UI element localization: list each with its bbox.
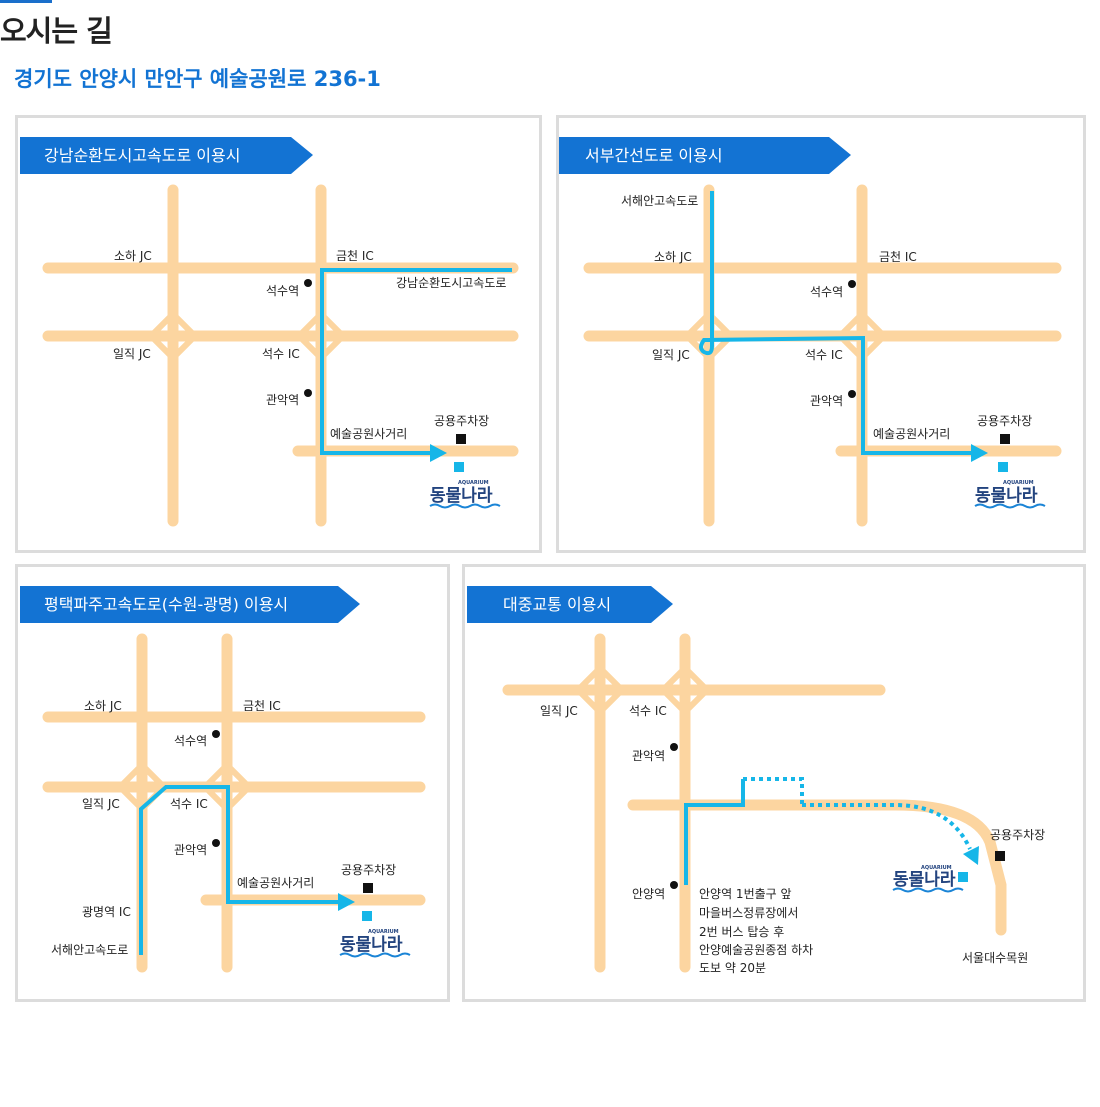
- label-public-parking: 공용주차장: [341, 863, 396, 877]
- label-soha-jc: 소하 JC: [84, 699, 122, 713]
- label-anyang-station: 안양역: [632, 887, 665, 901]
- svg-text:AQUARIUM: AQUARIUM: [1003, 480, 1034, 486]
- svg-text:동물나라: 동물나라: [975, 486, 1038, 506]
- route-panel-public-transit: 대중교통 이용시 일직 JC 석수 IC 관악역 공용주차장 안양역 서울대수목…: [462, 564, 1086, 1002]
- ribbon-banner: [20, 137, 313, 174]
- ribbon-banner: [467, 586, 673, 623]
- route-arrow: [430, 444, 447, 462]
- label-iljik-jc: 일직 JC: [113, 347, 151, 361]
- label-art-park-intersection: 예술공원사거리: [873, 427, 950, 441]
- label-snu-arboretum: 서울대수목원: [962, 951, 1028, 965]
- direction-line: 안양예술공원종점 하차: [699, 943, 813, 957]
- transit-directions: 안양역 1번출구 앞 마을버스정류장에서 2번 버스 탑승 후 안양예술공원종점…: [699, 887, 813, 975]
- label-art-park-intersection: 예술공원사거리: [237, 876, 314, 890]
- station-dot: [212, 730, 220, 738]
- label-seohaean-expressway: 서해안고속도로: [51, 943, 128, 957]
- station-dot: [848, 390, 856, 398]
- route-map-pyeongtaek-paju: 평택파주고속도로(수원-광명) 이용시 소하 JC 금천 IC 석수역 일직 J…: [20, 586, 426, 973]
- station-dot: [670, 743, 678, 751]
- station-dot: [670, 881, 678, 889]
- label-seoksu-station: 석수역: [810, 285, 843, 299]
- label-ilijk-jc: 일직 JC: [82, 797, 120, 811]
- direction-line: 2번 버스 탑승 후: [699, 925, 784, 939]
- svg-text:AQUARIUM: AQUARIUM: [921, 865, 952, 871]
- station-dot: [304, 389, 312, 397]
- svg-text:동물나라: 동물나라: [340, 935, 403, 955]
- label-public-parking: 공용주차장: [434, 414, 489, 428]
- label-public-parking: 공용주차장: [977, 414, 1032, 428]
- label-seoksu-ic: 석수 IC: [170, 797, 208, 811]
- aquarium-logo: AQUARIUM 동물나라: [429, 480, 501, 509]
- svg-text:동물나라: 동물나라: [430, 486, 493, 506]
- ribbon-banner: [559, 137, 851, 174]
- route-map-seobu: 서부간선도로 이용시 서해안고속도로 소하 JC 금천 IC 석수역 일직 JC…: [559, 137, 1062, 527]
- route-arrow: [338, 893, 355, 911]
- label-soha-jc: 소하 JC: [654, 250, 692, 264]
- route-arrow: [963, 846, 979, 865]
- route-panel-seobu: 서부간선도로 이용시 서해안고속도로 소하 JC 금천 IC 석수역 일직 JC…: [556, 115, 1086, 553]
- page-title: 오시는 길: [0, 14, 113, 48]
- panel-title: 대중교통 이용시: [503, 595, 611, 614]
- destination-marker: [958, 872, 968, 882]
- label-art-park-intersection: 예술공원사거리: [330, 427, 407, 441]
- label-seoksu-ic: 석수 IC: [805, 348, 843, 362]
- route-line-walking: [802, 803, 972, 850]
- direction-line: 마을버스정류장에서: [699, 906, 798, 920]
- label-geumcheon-ic: 금천 IC: [336, 248, 374, 263]
- label-ilijk-jc: 일직 JC: [540, 704, 578, 718]
- svg-text:동물나라: 동물나라: [893, 870, 956, 890]
- destination-marker: [998, 462, 1008, 472]
- label-gangnam-expressway: 강남순환도시고속도로: [396, 276, 506, 290]
- route-panel-pyeongtaek-paju: 평택파주고속도로(수원-광명) 이용시 소하 JC 금천 IC 석수역 일직 J…: [15, 564, 450, 1002]
- parking-marker: [995, 851, 1005, 861]
- ribbon-banner: [20, 586, 360, 623]
- route-map-gangnam: AQUARIUM 강남순환도시고속도로 이용시 소하 JC 금천 IC 석수: [20, 137, 519, 527]
- label-geumcheon-ic: 금천 IC: [243, 698, 281, 713]
- parking-marker: [456, 434, 466, 444]
- route-arrow: [971, 444, 988, 462]
- aquarium-logo: AQUARIUM 동물나라: [892, 865, 964, 893]
- destination-marker: [454, 462, 464, 472]
- direction-line: 안양역 1번출구 앞: [699, 887, 792, 901]
- label-seoksu-ic: 석수 IC: [629, 704, 667, 718]
- label-ilijk-jc: 일직 JC: [652, 348, 690, 362]
- route-line: [320, 268, 512, 455]
- route-line: [684, 779, 745, 885]
- station-dot: [304, 279, 312, 287]
- label-seoksu-station: 석수역: [174, 734, 207, 748]
- svg-text:AQUARIUM: AQUARIUM: [368, 929, 399, 935]
- panel-title: 서부간선도로 이용시: [585, 146, 723, 165]
- label-gwangmyeong-ic: 광명역 IC: [82, 905, 131, 919]
- label-seoksu-ic: 석수 IC: [262, 347, 300, 361]
- label-seohaean-expressway: 서해안고속도로: [621, 194, 698, 208]
- svg-text:AQUARIUM: AQUARIUM: [458, 480, 489, 486]
- parking-marker: [363, 883, 373, 893]
- label-seoksu-station: 석수역: [266, 284, 299, 298]
- label-gwanak-station: 관악역: [174, 843, 207, 857]
- destination-marker: [362, 911, 372, 921]
- panel-title: 강남순환도시고속도로 이용시: [44, 146, 240, 165]
- label-geumcheon-ic: 금천 IC: [879, 249, 917, 264]
- interchange-ramps: [573, 663, 712, 717]
- aquarium-logo: AQUARIUM 동물나라: [339, 929, 411, 958]
- route-panel-gangnam: AQUARIUM 강남순환도시고속도로 이용시 소하 JC 금천 IC 석수: [15, 115, 542, 553]
- parking-marker: [1000, 434, 1010, 444]
- label-gwanak-station: 관악역: [810, 394, 843, 408]
- top-accent-rule: [0, 0, 52, 3]
- address-line: 경기도 안양시 만안구 예술공원로 236-1: [14, 67, 381, 91]
- label-gwanak-station: 관악역: [266, 393, 299, 407]
- label-gwanak-station: 관악역: [632, 749, 665, 763]
- station-dot: [848, 280, 856, 288]
- direction-line: 도보 약 20분: [699, 960, 766, 975]
- route-line-walking: [743, 777, 804, 805]
- label-public-parking: 공용주차장: [990, 828, 1045, 842]
- aquarium-logo: AQUARIUM 동물나라: [974, 480, 1046, 509]
- route-line: [699, 191, 977, 455]
- label-soha-jc: 소하 JC: [114, 249, 152, 263]
- route-line: [139, 785, 344, 955]
- route-map-public-transit: 대중교통 이용시 일직 JC 석수 IC 관악역 공용주차장 안양역 서울대수목…: [467, 586, 1045, 975]
- panel-title: 평택파주고속도로(수원-광명) 이용시: [44, 595, 288, 614]
- station-dot: [212, 839, 220, 847]
